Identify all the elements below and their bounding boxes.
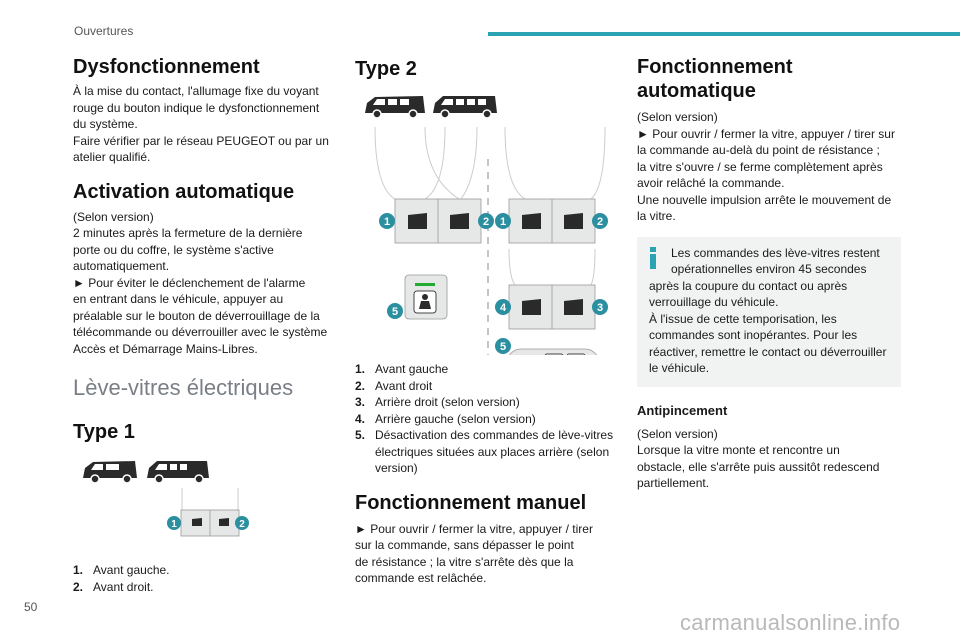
heading-type1: Type 1 bbox=[73, 421, 135, 443]
badge-2: 2 bbox=[483, 216, 489, 228]
badge-3: 3 bbox=[597, 302, 603, 314]
badge-4: 4 bbox=[500, 302, 507, 314]
column-2: Type 2 1 bbox=[355, 55, 617, 587]
list-item: 1.Avant gauche. bbox=[73, 563, 170, 577]
van-small-icon bbox=[365, 96, 425, 119]
van-small-icon bbox=[83, 461, 137, 484]
type2-legend: 1.Avant gauche 2.Avant droit 3.Arrière d… bbox=[355, 361, 617, 477]
heading-manuel: Fonctionnement manuel bbox=[355, 491, 587, 514]
front-switch-panel-right: 1 2 bbox=[495, 126, 608, 244]
activation-text: (Selon version) 2 minutes après la ferme… bbox=[73, 209, 328, 356]
info-first-line: Les commandes des lève-vitres restent op… bbox=[671, 245, 880, 277]
van-large-icon bbox=[147, 461, 209, 484]
badge-5: 5 bbox=[500, 341, 506, 353]
info-icon bbox=[649, 246, 657, 269]
column-3: Fonctionnement automatique (Selon versio… bbox=[637, 55, 901, 492]
badge-1: 1 bbox=[171, 519, 177, 530]
header-title: Ouvertures bbox=[74, 24, 134, 38]
type1-illustration: 1 2 bbox=[83, 461, 249, 537]
heading-leve-vitres: Lève-vitres électriques bbox=[73, 375, 294, 400]
badge-1: 1 bbox=[384, 216, 390, 228]
badge-2: 2 bbox=[239, 519, 245, 530]
list-item: 3.Arrière droit (selon version) bbox=[355, 395, 520, 409]
list-item: 4.Arrière gauche (selon version) bbox=[355, 411, 536, 426]
type1-legend: 1.Avant gauche. 2.Avant droit. bbox=[73, 562, 335, 595]
antipincement-text: (Selon version) Lorsque la vitre monte e… bbox=[637, 426, 880, 491]
front-switch-panel-left: 1 2 bbox=[374, 126, 494, 244]
list-item: 2.Avant droit. bbox=[73, 579, 154, 594]
heading-activation: Activation automatique bbox=[73, 180, 295, 203]
heading-antipincement: Antipincement bbox=[637, 402, 728, 418]
van-large-icon bbox=[433, 96, 497, 119]
type1-switch-panel: 1 2 bbox=[167, 488, 249, 537]
info-box: Les commandes des lève-vitres restent op… bbox=[637, 236, 901, 387]
heading-dysfonctionnement: Dysfonctionnement bbox=[73, 56, 260, 78]
child-icon bbox=[422, 294, 428, 300]
heading-type2: Type 2 bbox=[355, 58, 417, 80]
badge-5: 5 bbox=[392, 306, 398, 318]
badge-2: 2 bbox=[597, 216, 603, 228]
list-item: 2.Avant droit bbox=[355, 378, 433, 393]
manuel-text: ► Pour ouvrir / fermer la vitre, appuyer… bbox=[355, 521, 593, 586]
list-item: 1.Avant gauche bbox=[355, 362, 449, 376]
auto-text: (Selon version) ► Pour ouvrir / fermer l… bbox=[637, 110, 895, 223]
rear-deactivation-panel: 5 bbox=[495, 338, 597, 355]
header-accent-bar bbox=[488, 32, 960, 36]
rear-switch-panel-right: 4 3 bbox=[495, 248, 608, 330]
list-item: 5.Désactivation des commandes de lève-vi… bbox=[355, 428, 614, 475]
badge-1: 1 bbox=[500, 216, 506, 228]
heading-auto: Fonctionnement automatique bbox=[637, 56, 793, 102]
dysfonctionnement-text: À la mise du contact, l'allumage fixe du… bbox=[73, 84, 329, 164]
column-1: Dysfonctionnement À la mise du contact, … bbox=[73, 55, 335, 595]
page-number: 50 bbox=[24, 600, 38, 614]
child-lock-button-left: 5 bbox=[387, 274, 448, 320]
watermark: carmanualsonline.info bbox=[680, 610, 901, 635]
type2-illustration: 1 2 5 1 2 bbox=[365, 96, 608, 355]
info-text: après la coupure du contact ou après ver… bbox=[649, 278, 887, 376]
